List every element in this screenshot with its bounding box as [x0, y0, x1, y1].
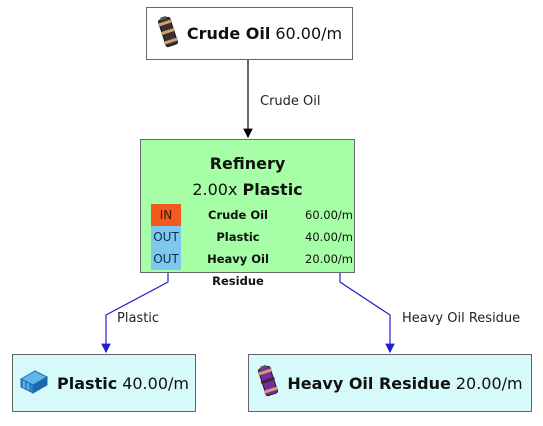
io-direction-tag: IN: [151, 204, 181, 226]
node-crude-oil[interactable]: Crude Oil 60.00/m: [146, 7, 353, 60]
io-direction-tag: OUT: [151, 226, 181, 248]
refinery-io-row: OUT Heavy Oil Residue 20.00/m: [151, 248, 353, 288]
node-refinery[interactable]: Refinery 2.00x Plastic IN Crude Oil 60.0…: [140, 139, 355, 288]
edge-label-crude-oil: Crude Oil: [260, 94, 321, 109]
node-crude-oil-name: Crude Oil: [186, 24, 271, 43]
io-item-name: Heavy Oil Residue: [207, 252, 269, 288]
node-plastic-name: Plastic: [57, 373, 118, 393]
refinery-title: Refinery: [209, 154, 286, 173]
io-item-name: Crude Oil: [208, 208, 268, 222]
node-heavy-oil-residue-rate: 20.00/m: [455, 373, 523, 393]
plastic-sheets-icon: [19, 367, 49, 399]
io-item-rate: 40.00/m: [305, 230, 353, 244]
heavy-oil-residue-barrel-icon: [257, 364, 279, 402]
io-direction-tag: OUT: [151, 248, 181, 270]
edge-label-plastic: Plastic: [117, 311, 160, 326]
node-plastic[interactable]: Plastic 40.00/m: [12, 354, 196, 412]
node-heavy-oil-residue[interactable]: Heavy Oil Residue 20.00/m: [248, 354, 532, 412]
io-item-rate: 60.00/m: [305, 208, 353, 222]
refinery-multiplier: 2.00x: [192, 180, 238, 199]
edge-label-heavy-oil-residue: Heavy Oil Residue: [402, 311, 521, 326]
io-item-name: Plastic: [216, 230, 260, 244]
refinery-recipe-name: Plastic: [242, 180, 303, 199]
crude-oil-barrel-icon: [157, 15, 179, 53]
edge-refinery-to-plastic: [101, 273, 169, 354]
refinery-recipe: 2.00x Plastic: [141, 180, 354, 199]
node-crude-oil-rate: 60.00/m: [275, 24, 343, 43]
refinery-io-row: OUT Plastic 40.00/m: [151, 226, 353, 248]
io-item-rate: 20.00/m: [305, 252, 353, 266]
node-heavy-oil-residue-name: Heavy Oil Residue: [287, 373, 451, 393]
refinery-io-row: IN Crude Oil 60.00/m: [151, 204, 353, 226]
edge-refinery-to-residue: [339, 273, 395, 354]
node-plastic-rate: 40.00/m: [122, 373, 189, 393]
